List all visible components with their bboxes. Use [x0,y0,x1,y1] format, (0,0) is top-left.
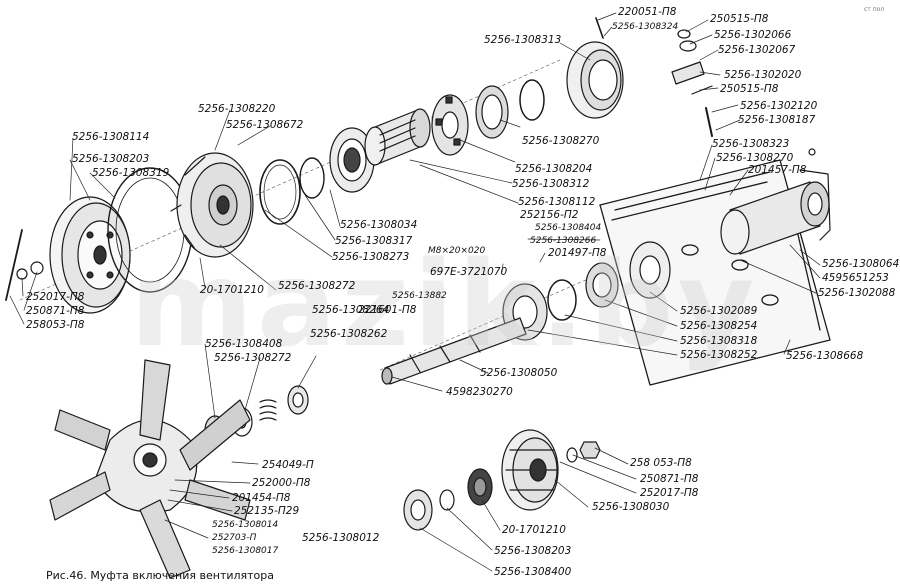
fan-pulley-left [49,196,131,314]
seal-lower [287,385,309,415]
part-label: 252135-П29 [234,505,300,517]
seal-ring-c [585,262,619,308]
part-label: 5256-1308204 [515,163,593,175]
part-label: 5256-1302088 [818,287,896,299]
part-label: 5256-1308030 [592,501,670,513]
part-label: 250871-П8 [26,305,85,317]
part-label: 20-1701210 [200,284,264,296]
part-label: 5256-1308252 [680,349,758,361]
splined-hub [364,108,431,166]
part-label: 5256-1308408 [205,338,283,350]
part-label: 5256-1308112 [518,196,596,208]
part-label: 5256-1308318 [680,335,758,347]
bearing-bottom [403,489,433,531]
drive-shaft [381,317,527,385]
part-label: 5256-1308400 [494,566,572,578]
part-label: 252156-П2 [520,209,579,221]
seal-ring-d [629,241,671,299]
part-label: 5256-1308017 [212,546,279,556]
part-label: 5256-1308323 [712,138,790,150]
cylinder-housing [720,169,831,255]
part-label: 5256-1308064 [822,258,900,270]
part-label: 5256-1308317 [335,235,413,247]
part-label: 5256-1308668 [786,350,864,362]
part-label: 5256-1308203 [72,153,150,165]
spring-lower [259,399,277,421]
part-label: 5256-13882 [392,291,447,301]
snap-ring-2 [299,157,325,199]
figure-caption: Рис.46. Муфта включения вентилятора [46,569,275,582]
snap-ring-1 [259,159,301,225]
cover-cup [566,41,624,119]
ring-bottom [439,489,455,511]
part-label: 5256-1308034 [340,219,418,231]
part-label: 5256-1308254 [680,320,758,332]
part-label: М8×20×020 [428,246,486,256]
part-label: 201457-П8 [748,164,807,176]
part-label: 5256-1308270 [716,152,794,164]
part-label: 250515-П8 [710,13,769,25]
part-label: 254049-П [262,459,314,471]
clutch-housing [170,152,254,258]
part-label: 5256-1302020 [724,69,802,81]
part-label: 250871-П8 [640,473,699,485]
part-label: 5256-1308404 [535,223,602,233]
part-label: 5256-1308324 [612,22,679,32]
part-label: 5256-1308312 [512,178,590,190]
part-label: 697Е-3721070 [430,266,508,278]
nut-lower [579,441,601,459]
part-label: 252703-П [212,533,257,543]
leader-lines [9,12,821,572]
washer-lower-2 [566,447,578,463]
part-label: 5256-1308273 [332,251,410,263]
part-label: 5256-1308014 [212,520,279,530]
part-label: 258 053-П8 [630,457,692,469]
fan-impeller [49,359,251,579]
part-label: 5256-1308313 [484,34,562,46]
part-label: 5256-1308050 [480,367,558,379]
fan-pulley-lower [501,429,559,511]
part-label: 5256-1302089 [680,305,758,317]
part-label: 252017-П8 [640,487,699,499]
part-label: 5256-1302066 [714,29,792,41]
part-label: 5256-1308270 [522,135,600,147]
part-label: 5256-1308012 [302,532,380,544]
part-label: 220051-П8 [618,6,677,18]
part-label: 5256-1308272 [278,280,356,292]
part-label: 20-1701210 [502,524,566,536]
part-label: 5256-1308187 [738,114,816,126]
part-label: 4598230270 [446,386,513,398]
part-label: 5256-1308266 [530,236,597,246]
part-label: 250515-П8 [720,83,779,95]
part-label: 252000-П8 [252,477,311,489]
part-label: 5256-1302067 [718,44,796,56]
seal-ring-b [547,279,577,321]
part-label: 5256-1308672 [226,119,304,131]
part-label: 5256-1302120 [740,100,818,112]
sprocket-plate [431,94,469,156]
bearing-2 [475,85,509,139]
part-label: 252017-П8 [26,291,85,303]
part-label: 5256-1308114 [72,131,150,143]
corner-mark: ст пол [864,6,885,13]
part-label: 5256-1308319 [92,167,170,179]
watermark-text: mazik.by [130,235,759,373]
part-label: 221601-П8 [358,304,417,316]
left-bolt [5,229,44,301]
seal-bottom [467,468,493,506]
part-label: 5256-1308262 [310,328,388,340]
part-label: 5256-1308220 [198,103,276,115]
part-label: 5256-1308203 [494,545,572,557]
part-label: 258053-П8 [26,319,85,331]
part-label: 5256-1308272 [214,352,292,364]
small-parts-top [595,17,816,156]
bearing [329,127,375,193]
part-label: 5256-1308264 [312,304,390,316]
part-label: 4595651253 [822,272,889,284]
part-label: 201497-П8 [548,247,607,259]
part-label: 201454-П8 [232,492,291,504]
retaining-ring [519,79,545,121]
